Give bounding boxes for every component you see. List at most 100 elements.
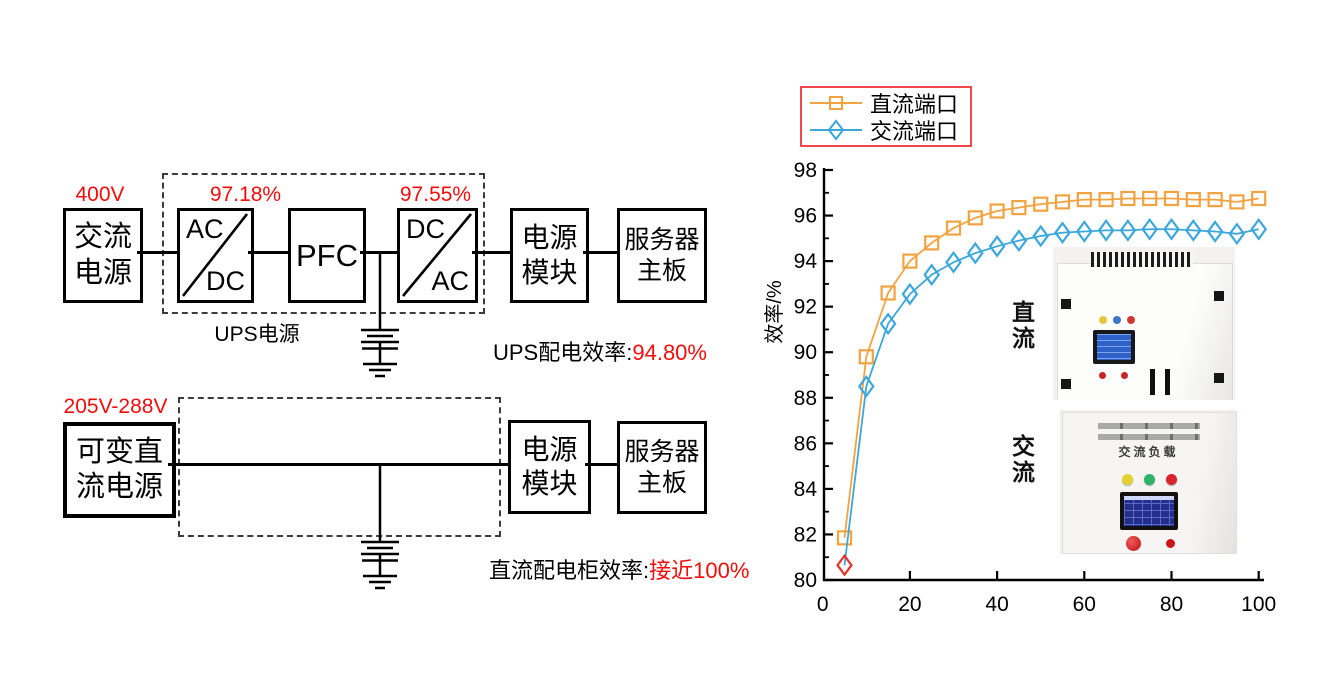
- svg-text:90: 90: [794, 341, 817, 364]
- dc-source-box: 可变直 流电源: [63, 422, 176, 518]
- legend-label-dc: 直流端口: [870, 91, 959, 117]
- dcac-efficiency-label: 97.55%: [399, 183, 472, 206]
- ac-cabinet-panel-text: 交流负载: [1118, 445, 1179, 459]
- ac-cabinet-vent-slat: [1098, 423, 1200, 429]
- dc-efficiency-result: 直流配电柜效率:接近100%: [489, 553, 749, 585]
- svg-text:92: 92: [794, 296, 817, 319]
- chart-legend: 直流端口 交流端口: [800, 86, 973, 147]
- dc-efficiency-result-value: 接近100%: [649, 558, 750, 583]
- battery-ground-symbol-bottom: [361, 463, 399, 590]
- mainboard-top-line1: 服务器: [624, 226, 700, 254]
- ac-screen-statusbar: [1124, 496, 1174, 500]
- dc-cabinet-vent: [1091, 252, 1193, 267]
- svg-text:88: 88: [794, 387, 817, 410]
- dc-voltage-label: 205V-288V: [63, 395, 168, 418]
- acdc-efficiency-label: 97.18%: [209, 183, 282, 206]
- mainboard-bottom-line1: 服务器: [624, 438, 700, 466]
- ups-dashed-box: [162, 173, 485, 314]
- wire-dcac-to-psu: [472, 251, 510, 254]
- ac-indicator-red: [1166, 474, 1177, 485]
- svg-text:100: 100: [1241, 593, 1276, 616]
- mainboard-top-line2: 主板: [636, 256, 687, 285]
- ups-efficiency-result: UPS配电效率:94.80%: [493, 335, 707, 367]
- psu-box-bottom: 电源 模块: [508, 420, 591, 514]
- svg-text:60: 60: [1073, 593, 1096, 616]
- svg-text:80: 80: [794, 569, 817, 592]
- dc-inset-label: 直流: [1012, 299, 1035, 352]
- acdc-diagonal: [181, 213, 249, 297]
- dc-screen-content: [1097, 334, 1131, 360]
- legend-entry-ac: 交流端口: [808, 116, 959, 144]
- legend-label-ac: 交流端口: [870, 118, 959, 144]
- legend-dc-marker-sample: [810, 95, 862, 110]
- wire-ac-source-to-acdc: [137, 251, 177, 254]
- acdc-top-label: AC: [186, 214, 224, 244]
- dcac-top-label: DC: [406, 214, 445, 244]
- dc-efficiency-result-label: 直流配电柜效率:: [489, 558, 650, 583]
- dc-cabinet-button: [1099, 372, 1106, 379]
- acdc-converter-box: AC DC: [177, 208, 254, 303]
- dcac-bottom-label: AC: [431, 266, 469, 296]
- ac-cabinet-vent-slat: [1098, 434, 1200, 440]
- svg-text:82: 82: [794, 523, 817, 546]
- psu-box-top: 电源 模块: [510, 208, 589, 303]
- ac-source-box: 交流 电源: [63, 208, 143, 303]
- psu-bottom-line1: 电源: [521, 433, 578, 465]
- chart-y-axis-label: 效率/%: [764, 280, 786, 344]
- dc-cabinet-dashed-box: [178, 397, 501, 537]
- dc-source-line1: 可变直: [75, 435, 163, 468]
- legend-ac-marker-sample: [810, 118, 862, 141]
- ac-cabinet-screen: [1120, 492, 1178, 530]
- wire-psu-to-mainboard-bottom: [585, 463, 617, 466]
- legend-entry-dc: 直流端口: [808, 89, 959, 117]
- dc-cabinet-handle: [1150, 369, 1155, 395]
- dc-indicator-red: [1127, 316, 1135, 324]
- svg-text:84: 84: [794, 478, 818, 501]
- mainboard-box-top: 服务器 主板: [617, 208, 707, 303]
- dc-cabinet-screen: [1093, 330, 1135, 364]
- ups-caption: UPS电源: [214, 323, 300, 346]
- ac-inset-label: 交流: [1012, 433, 1035, 486]
- wire-dc-source-to-psu: [168, 463, 508, 466]
- pfc-box: PFC: [288, 208, 366, 303]
- ac-source-line2: 电源: [73, 256, 132, 289]
- dc-cabinet-hinge: [1214, 291, 1224, 301]
- dc-cabinet-hinge: [1061, 299, 1071, 309]
- ac-indicator-green: [1144, 474, 1155, 485]
- svg-text:80: 80: [1160, 593, 1183, 616]
- svg-text:94: 94: [794, 250, 818, 273]
- dc-cabinet-hinge: [1061, 379, 1071, 389]
- dcac-diagonal: [401, 213, 473, 297]
- ac-source-line1: 交流: [73, 221, 132, 254]
- svg-text:96: 96: [794, 205, 817, 228]
- ac-cabinet-button: [1166, 539, 1175, 548]
- pfc-label: PFC: [296, 237, 358, 273]
- ac-screen-content: [1124, 496, 1174, 526]
- svg-text:40: 40: [985, 593, 1008, 616]
- ac-cabinet-stop-button: [1126, 536, 1141, 551]
- svg-text:20: 20: [898, 593, 921, 616]
- dc-cabinet-hinge: [1214, 373, 1224, 383]
- psu-bottom-line2: 模块: [521, 468, 578, 499]
- psu-top-line1: 电源: [521, 222, 578, 254]
- dc-source-line2: 流电源: [75, 471, 163, 503]
- svg-text:0: 0: [817, 593, 829, 616]
- psu-top-line2: 模块: [521, 256, 578, 288]
- ac-indicator-yellow: [1122, 474, 1133, 485]
- dc-load-cabinet-photo: [1053, 247, 1235, 400]
- mainboard-bottom-line2: 主板: [636, 468, 687, 497]
- ac-load-cabinet-photo: 交流负载: [1060, 410, 1237, 554]
- dc-cabinet-body: [1057, 263, 1233, 400]
- ac-voltage-label: 400V: [75, 183, 125, 206]
- wire-acdc-to-pfc: [248, 251, 288, 254]
- wire-pfc-to-dcac: [360, 251, 397, 254]
- dc-cabinet-handle: [1165, 369, 1170, 395]
- ups-efficiency-result-label: UPS配电效率:: [493, 340, 633, 365]
- mainboard-box-bottom: 服务器 主板: [617, 421, 707, 514]
- acdc-bottom-label: DC: [206, 266, 245, 296]
- battery-ground-symbol-top: [361, 251, 399, 378]
- dc-cabinet-button: [1121, 372, 1128, 379]
- wire-psu-to-mainboard-top: [583, 251, 617, 254]
